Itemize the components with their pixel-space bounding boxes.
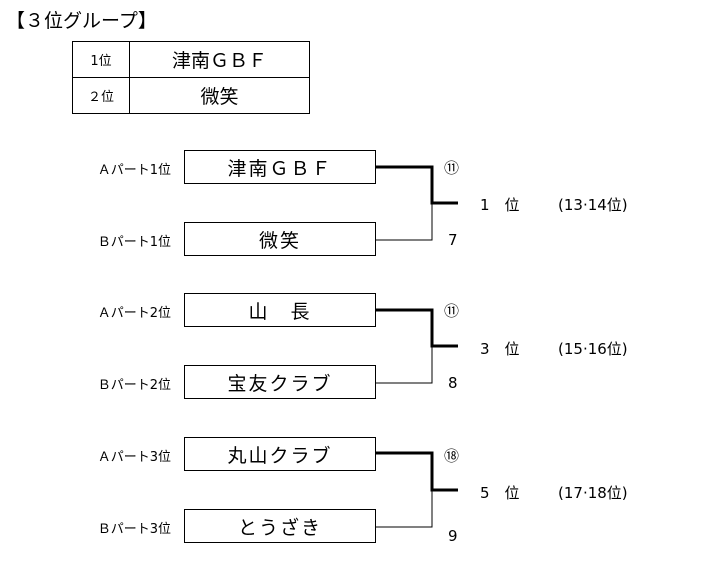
score: ⑱ [444,447,460,465]
result-rank: 1 位 [480,196,520,214]
ranking-row: 1位 津南ＧＢＦ [72,41,310,78]
winner-line [376,308,458,348]
score: ⑪ [444,302,460,320]
loser-line [376,346,433,384]
page-title: 【３位グループ】 [6,10,157,32]
score: 9 [448,527,458,545]
team-box: とうざき [184,509,376,543]
result-range: (17·18位) [558,484,628,502]
score: ⑪ [444,159,460,177]
part-label: Ｂパート2位 [97,378,171,393]
team-box: 微笑 [184,222,376,256]
result-rank: 3 位 [480,340,520,358]
loser-line [376,203,433,241]
result-rank: 5 位 [480,484,520,502]
team-box: 丸山クラブ [184,437,376,471]
ranking-team: 微笑 [129,77,310,114]
winner-line [376,165,458,205]
part-label: Ｂパート1位 [97,235,171,250]
team-box: 津南ＧＢＦ [184,150,376,184]
result-range: (15·16位) [558,340,628,358]
loser-line [376,490,433,528]
ranking-position: 1位 [72,41,130,78]
result-range: (13·14位) [558,196,628,214]
part-label: Ａパート3位 [97,450,171,465]
ranking-row: ２位 微笑 [72,77,310,114]
winner-line [376,451,458,492]
ranking-position: ２位 [72,77,130,114]
part-label: Ａパート2位 [97,306,171,321]
part-label: Ｂパート3位 [97,522,171,537]
ranking-team: 津南ＧＢＦ [129,41,310,78]
part-label: Ａパート1位 [97,163,171,178]
ranking-table: 1位 津南ＧＢＦ ２位 微笑 [72,41,310,114]
team-box: 山 長 [184,293,376,327]
score: 8 [448,374,458,392]
team-box: 宝友クラブ [184,365,376,399]
score: 7 [448,231,458,249]
